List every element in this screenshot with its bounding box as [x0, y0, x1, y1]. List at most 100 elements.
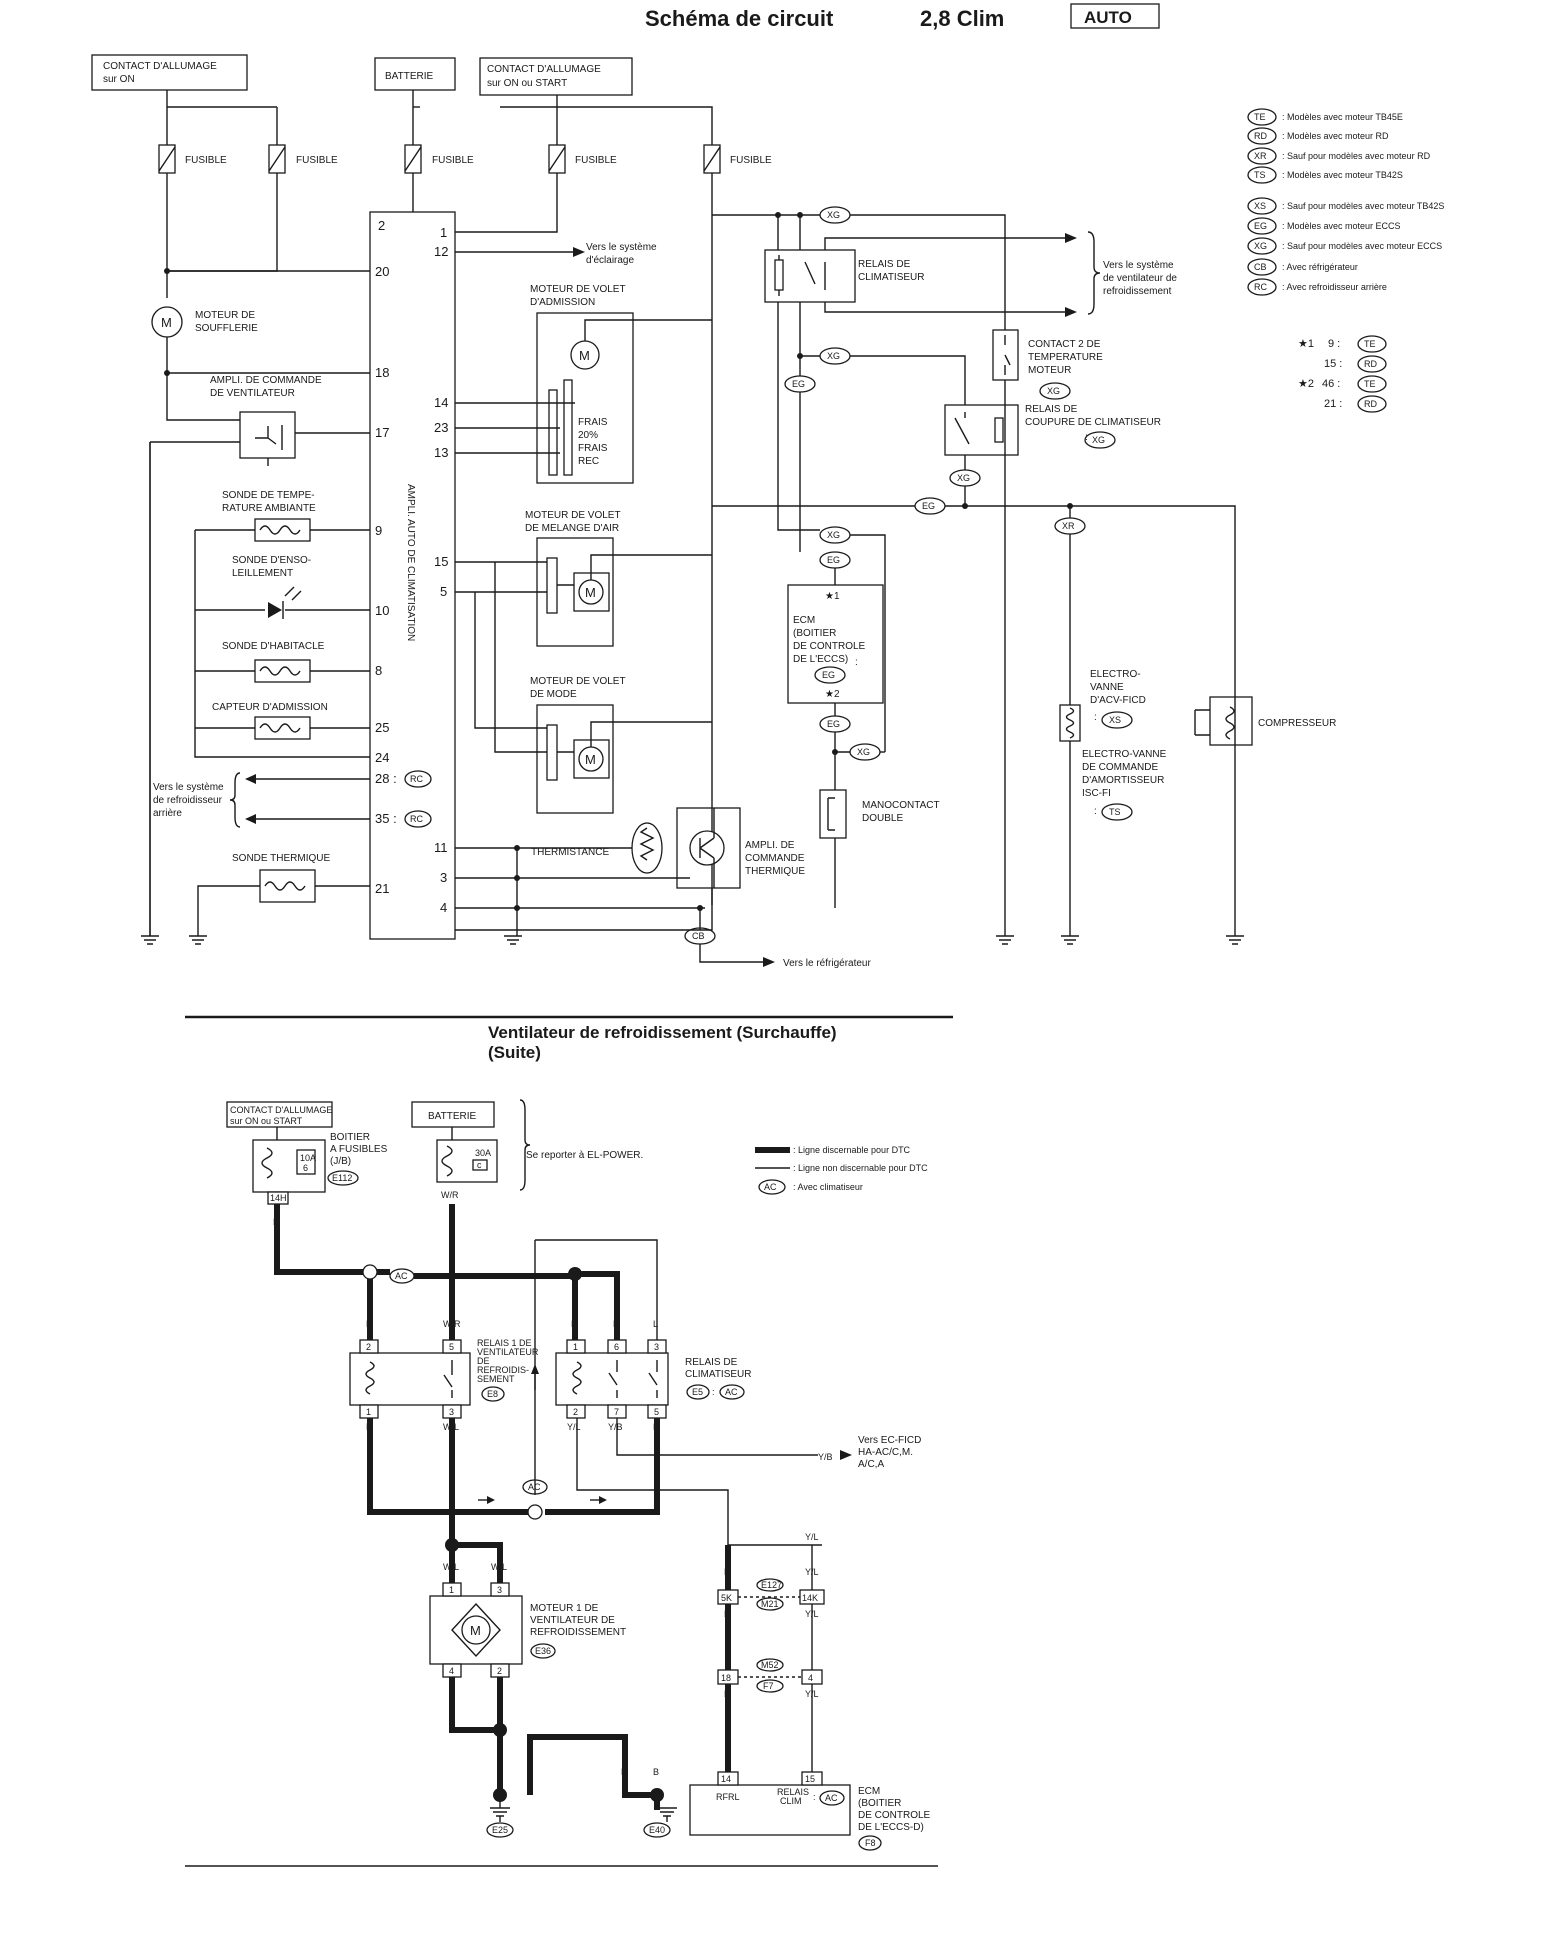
pin-12: 12: [434, 244, 448, 259]
intake-sensor-icon: [254, 716, 311, 740]
wire-r-3: R: [613, 1319, 620, 1329]
door-pos-3: FRAIS: [578, 443, 608, 454]
battery-box: [374, 57, 456, 91]
svg-text:: Modèles avec moteur RD: : Modèles avec moteur RD: [1282, 131, 1389, 141]
acr-pin-6: 6: [614, 1342, 619, 1352]
ec-ficd-1: Vers EC-FICD: [858, 1435, 921, 1446]
tag-eg-4: EG: [827, 719, 840, 729]
wire-yl-2: Y/L: [805, 1532, 819, 1542]
fuse-box-conn: E112: [332, 1173, 352, 1183]
fuse-10a-num: 6: [303, 1163, 308, 1173]
pin-3: 3: [440, 870, 447, 885]
motor-pin-2: 2: [497, 1666, 502, 1676]
rear-cooler-1: Vers le système: [153, 782, 224, 793]
tag-xg-1: XG: [827, 210, 840, 220]
dual-pressure-box: [819, 789, 847, 839]
fuse-box-3: (J/B): [330, 1156, 351, 1167]
lower-ign-1: CONTACT D'ALLUMAGE: [230, 1105, 332, 1115]
cut-relay-1: RELAIS DE: [1025, 404, 1078, 415]
acr-colon: :: [712, 1387, 715, 1397]
wire-b-5: B: [527, 1767, 533, 1777]
pin-20: 20: [375, 264, 389, 279]
conn-f7: F7: [763, 1681, 774, 1691]
wire-wl-2: W/L: [443, 1562, 459, 1572]
relay1-l2: VENTILATEUR: [477, 1347, 539, 1357]
blower-motor-m: M: [161, 315, 172, 330]
tag-eg-2: EG: [922, 501, 935, 511]
wire-b-4: B: [497, 1767, 503, 1777]
svg-text:★2: ★2: [1298, 378, 1314, 390]
lighting-line-1: Vers le système: [586, 242, 657, 253]
ign-start-label-1: CONTACT D'ALLUMAGE: [487, 64, 601, 75]
tag-rc-35: RC: [410, 814, 423, 824]
fan-motor-conn: E36: [535, 1646, 551, 1656]
relay1-l1: RELAIS 1 DE: [477, 1338, 532, 1348]
svg-text:★1: ★1: [1298, 338, 1314, 350]
mix-motor-2: DE MELANGE D'AIR: [525, 523, 619, 534]
ac-tag-1: AC: [395, 1271, 408, 1281]
dual-pressure-1: MANOCONTACT: [862, 800, 940, 811]
pin-5: 5: [440, 584, 447, 599]
acr-pin-2: 2: [573, 1407, 578, 1417]
pin-35: 35 :: [375, 811, 397, 826]
legend-thick: : Ligne discernable pour DTC: [793, 1145, 911, 1155]
wire-yb-1: Y/B: [608, 1422, 623, 1432]
legend-row-1: RD : Modèles avec moteur RD: [1247, 127, 1389, 145]
pin-notes: ★1 9 : TE 15 : RD ★2 46 : TE 21 : RD: [1298, 335, 1387, 413]
fuse-box-1: BOITIER: [330, 1132, 370, 1143]
mix-motor-1: MOTEUR DE VOLET: [525, 510, 621, 521]
pin-23: 23: [434, 420, 448, 435]
pin-13: 13: [434, 445, 448, 460]
ac-relay-box: [764, 249, 856, 303]
svg-text:RC: RC: [1254, 282, 1267, 292]
pin-28: 28 :: [375, 771, 397, 786]
fuse-label-2: FUSIBLE: [296, 155, 338, 166]
legend-ac: : Avec climatiseur: [793, 1182, 863, 1192]
legend-ac-tag: AC: [764, 1182, 777, 1192]
relay1-pin-3: 3: [449, 1407, 454, 1417]
relay1-conn: E8: [487, 1389, 498, 1399]
tag-xg-2: XG: [827, 351, 840, 361]
lower-ac-relay-2: CLIMATISEUR: [685, 1369, 752, 1380]
sun-sensor-icon: [195, 586, 370, 619]
pin-14: 14: [434, 395, 448, 410]
thermal-probe-label: SONDE THERMIQUE: [232, 853, 330, 864]
ecm-relay-colon: :: [813, 1792, 816, 1802]
upper-diagram: CONTACT D'ALLUMAGE sur ON BATTERIE CONTA…: [91, 54, 1444, 969]
legend-row-3: TS : Modèles avec moteur TB42S: [1247, 166, 1403, 184]
damper-4: ISC-FI: [1082, 788, 1111, 799]
fan-amp-label-2: DE VENTILATEUR: [210, 388, 295, 399]
motor-pin-4: 4: [449, 1666, 454, 1676]
mode-motor-2: DE MODE: [530, 689, 577, 700]
joint-14k: 14K: [802, 1593, 818, 1603]
pin-10: 10: [375, 603, 389, 618]
relay1-box: [349, 1352, 471, 1406]
tag-xs: XS: [1109, 715, 1121, 725]
fan-amp-label-1: AMPLI. DE COMMANDE: [210, 375, 322, 386]
svg-text:M: M: [585, 585, 596, 600]
ground-icons-upper-left: [141, 935, 522, 945]
lower-ac-relay-box: [555, 1352, 669, 1406]
fuse-label-4: FUSIBLE: [575, 155, 617, 166]
acr-pin-3: 3: [654, 1342, 659, 1352]
svg-text:: Modèles avec moteur ECCS: : Modèles avec moteur ECCS: [1282, 221, 1401, 231]
acr-pin-1: 1: [573, 1342, 578, 1352]
fuse-box-outline: [252, 1139, 326, 1193]
conn-m21: M21: [761, 1599, 779, 1609]
cooling-fan-3: refroidissement: [1103, 286, 1172, 297]
intake-motor-box: [536, 312, 634, 484]
lower-subtitle: (Suite): [488, 1043, 541, 1062]
ambient-label-2: RATURE AMBIANTE: [222, 503, 316, 514]
svg-text:: Sauf pour modèles avec moteu: : Sauf pour modèles avec moteur RD: [1282, 151, 1431, 161]
wire-wr-1: W/R: [441, 1190, 459, 1200]
wire-wl-3: W/L: [491, 1562, 507, 1572]
ecm-line-2: (BOITIER: [793, 628, 836, 639]
cabin-label: SONDE D'HABITACLE: [222, 641, 325, 652]
tag-rc-28: RC: [410, 774, 423, 784]
svg-text:: Avec réfrigérateur: : Avec réfrigérateur: [1282, 262, 1358, 272]
el-power-label: Se reporter à EL-POWER.: [526, 1150, 643, 1161]
mode-badge: AUTO: [1084, 8, 1132, 27]
fan-motor-1: MOTEUR 1 DE: [530, 1603, 599, 1614]
fuse-label-5: FUSIBLE: [730, 155, 772, 166]
